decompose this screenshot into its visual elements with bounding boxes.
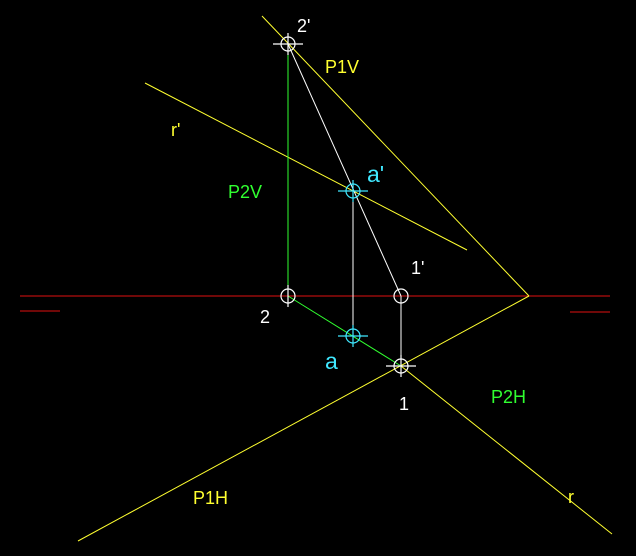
line-r-vertical-projection — [144, 82, 468, 251]
point-marker-2-prime — [273, 33, 303, 55]
label-p2v: P2V — [228, 182, 262, 202]
plane-2-horizontal-trace — [287, 295, 402, 367]
label-a-prime: a' — [367, 161, 384, 187]
plane-2-traces — [287, 44, 402, 367]
line-2v-1v — [287, 43, 402, 297]
plane-1-horizontal-trace — [77, 295, 530, 542]
label-a: a — [325, 348, 338, 374]
line-r-horizontal-projection — [400, 365, 613, 535]
label-p1v: P1V — [325, 57, 359, 77]
point-marker-a-prime — [338, 180, 368, 202]
point-marker-1-prime — [393, 288, 409, 304]
point-marker-2 — [280, 285, 296, 307]
point-marker-1 — [386, 355, 416, 377]
label-2-prime: 2' — [297, 16, 310, 36]
label-r: r — [568, 487, 574, 507]
label-1-prime: 1' — [411, 258, 424, 278]
ground-line — [20, 295, 610, 313]
line-r — [144, 82, 613, 535]
label-2: 2 — [260, 307, 270, 327]
plane-1-traces — [77, 15, 530, 542]
construction-lines — [287, 43, 402, 366]
label-p1h: P1H — [193, 488, 228, 508]
label-p2h: P2H — [491, 387, 526, 407]
plane-1-vertical-trace — [261, 15, 530, 297]
point-marker-a — [338, 325, 368, 347]
label-r-prime: r' — [171, 120, 180, 140]
label-1: 1 — [399, 394, 409, 414]
